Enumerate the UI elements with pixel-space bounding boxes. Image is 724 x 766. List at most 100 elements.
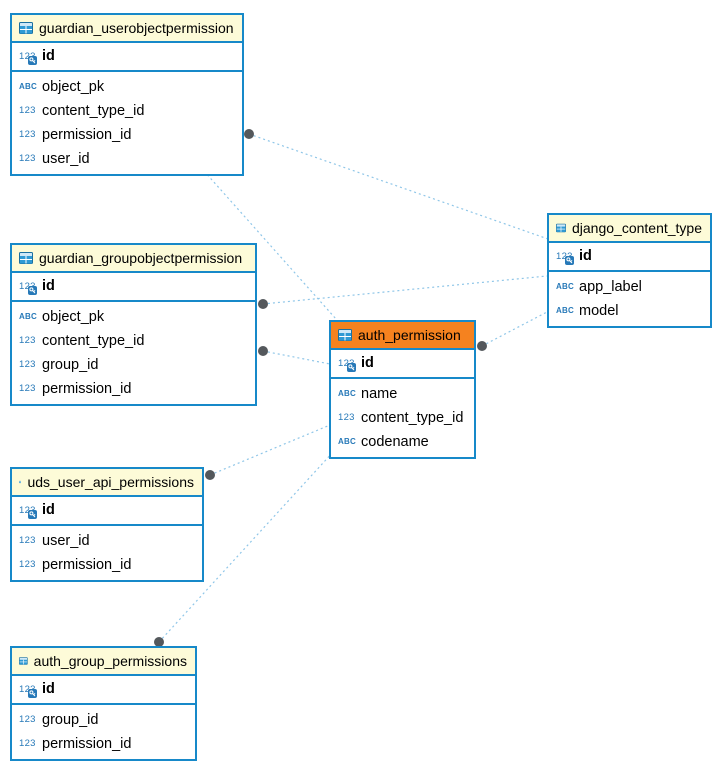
column-row[interactable]: 123 permission_id [12, 732, 195, 756]
table-icon [556, 223, 566, 233]
numeric-pk-type-icon: 123 [338, 359, 358, 373]
relation-auth_permission-to-django_content_type[interactable] [477, 311, 548, 351]
entity-guardian_groupobjectpermission[interactable]: guardian_groupobjectpermission123idABCob… [10, 243, 257, 406]
numeric-type-icon: 123 [19, 153, 36, 165]
relation-endpoint-dot [205, 470, 215, 480]
pk-column-row[interactable]: 123id [12, 676, 195, 703]
primary-key-section: 123id [549, 243, 710, 272]
column-name: object_pk [42, 308, 105, 325]
entity-title: uds_user_api_permissions [27, 474, 194, 490]
numeric-type-icon: 123 [338, 412, 355, 424]
pk-column-row[interactable]: 123id [331, 350, 474, 377]
relation-guardian_userobjectpermission-to-django_content_type[interactable] [244, 129, 549, 240]
column-row[interactable]: ABC object_pk [12, 75, 242, 99]
primary-key-icon [347, 363, 356, 373]
column-name: permission_id [42, 735, 132, 752]
pk-column-row[interactable]: 123id [549, 243, 710, 270]
column-row[interactable]: 123 content_type_id [331, 406, 474, 430]
column-name: permission_id [42, 556, 132, 573]
numeric-type-icon: 123 [19, 738, 36, 750]
column-name: object_pk [42, 78, 105, 95]
primary-key-section: 123id [12, 676, 195, 705]
column-name: user_id [42, 532, 90, 549]
column-name: id [361, 355, 374, 372]
text-type-icon: ABC [19, 82, 37, 91]
entity-header[interactable]: django_content_type [549, 215, 710, 243]
column-row[interactable]: ABC codename [331, 430, 474, 454]
relation-endpoint-dot [477, 341, 487, 351]
relation-auth_group_permissions-to-auth_permission[interactable] [154, 450, 335, 647]
columns-section: ABC object_pk 123 content_type_id 123 permiss… [12, 72, 242, 174]
column-name: group_id [42, 711, 99, 728]
column-name: content_type_id [42, 102, 145, 119]
columns-section: 123 group_id 123 permission_id [12, 705, 195, 759]
table-icon [19, 480, 22, 484]
primary-key-section: 123id [12, 43, 242, 72]
entity-title: guardian_groupobjectpermission [39, 250, 243, 266]
column-name: id [42, 48, 55, 65]
text-type-icon: ABC [338, 437, 356, 446]
entity-auth_group_permissions[interactable]: auth_group_permissions123id123group_id12… [10, 646, 197, 761]
relation-uds_user_api_permissions-to-auth_permission[interactable] [205, 424, 331, 480]
column-name: codename [361, 433, 429, 450]
pk-column-row[interactable]: 123id [12, 273, 255, 300]
numeric-pk-type-icon: 123 [556, 252, 576, 266]
column-name: user_id [42, 150, 90, 167]
entity-title: django_content_type [572, 220, 702, 236]
numeric-type-icon: 123 [19, 129, 36, 141]
column-name: id [42, 502, 55, 519]
numeric-type-icon: 123 [19, 559, 36, 571]
numeric-pk-type-icon: 123 [19, 52, 39, 66]
entity-header[interactable]: guardian_userobjectpermission [12, 15, 242, 43]
entity-uds_user_api_permissions[interactable]: uds_user_api_permissions123id123user_id1… [10, 467, 204, 582]
column-row[interactable]: 123 permission_id [12, 123, 242, 147]
column-name: permission_id [42, 126, 132, 143]
column-row[interactable]: 123 user_id [12, 147, 242, 171]
primary-key-icon [565, 256, 574, 266]
entity-title: auth_group_permissions [33, 653, 187, 669]
column-name: id [42, 278, 55, 295]
column-row[interactable]: 123 permission_id [12, 553, 202, 577]
numeric-type-icon: 123 [19, 383, 36, 395]
column-name: id [579, 248, 592, 265]
entity-auth_permission[interactable]: auth_permission123idABCname123content_ty… [329, 320, 476, 459]
primary-key-section: 123id [12, 273, 255, 302]
column-name: name [361, 385, 398, 402]
entity-header[interactable]: auth_permission [331, 322, 474, 350]
entity-guardian_userobjectpermission[interactable]: guardian_userobjectpermission123idABCobj… [10, 13, 244, 176]
primary-key-section: 123id [331, 350, 474, 379]
pk-column-row[interactable]: 123id [12, 43, 242, 70]
primary-key-icon [28, 689, 37, 699]
entity-header[interactable]: auth_group_permissions [12, 648, 195, 676]
relation-endpoint-dot [154, 637, 164, 647]
column-name: id [42, 681, 55, 698]
column-row[interactable]: 123 group_id [12, 708, 195, 732]
relation-endpoint-dot [258, 299, 268, 309]
numeric-type-icon: 123 [19, 105, 36, 117]
entity-header[interactable]: uds_user_api_permissions [12, 469, 202, 497]
entity-django_content_type[interactable]: django_content_type123idABCapp_labelABCm… [547, 213, 712, 328]
column-row[interactable]: 123 content_type_id [12, 99, 242, 123]
numeric-pk-type-icon: 123 [19, 282, 39, 296]
column-name: content_type_id [361, 409, 464, 426]
primary-key-icon [28, 510, 37, 520]
column-name: content_type_id [42, 332, 145, 349]
pk-column-row[interactable]: 123id [12, 497, 202, 524]
primary-key-section: 123id [12, 497, 202, 526]
entity-header[interactable]: guardian_groupobjectpermission [12, 245, 255, 273]
relation-guardian_groupobjectpermission-to-django_content_type[interactable] [258, 275, 548, 309]
relation-guardian_groupobjectpermission-to-auth_permission[interactable] [258, 346, 331, 365]
table-icon [19, 657, 28, 665]
numeric-type-icon: 123 [19, 714, 36, 726]
